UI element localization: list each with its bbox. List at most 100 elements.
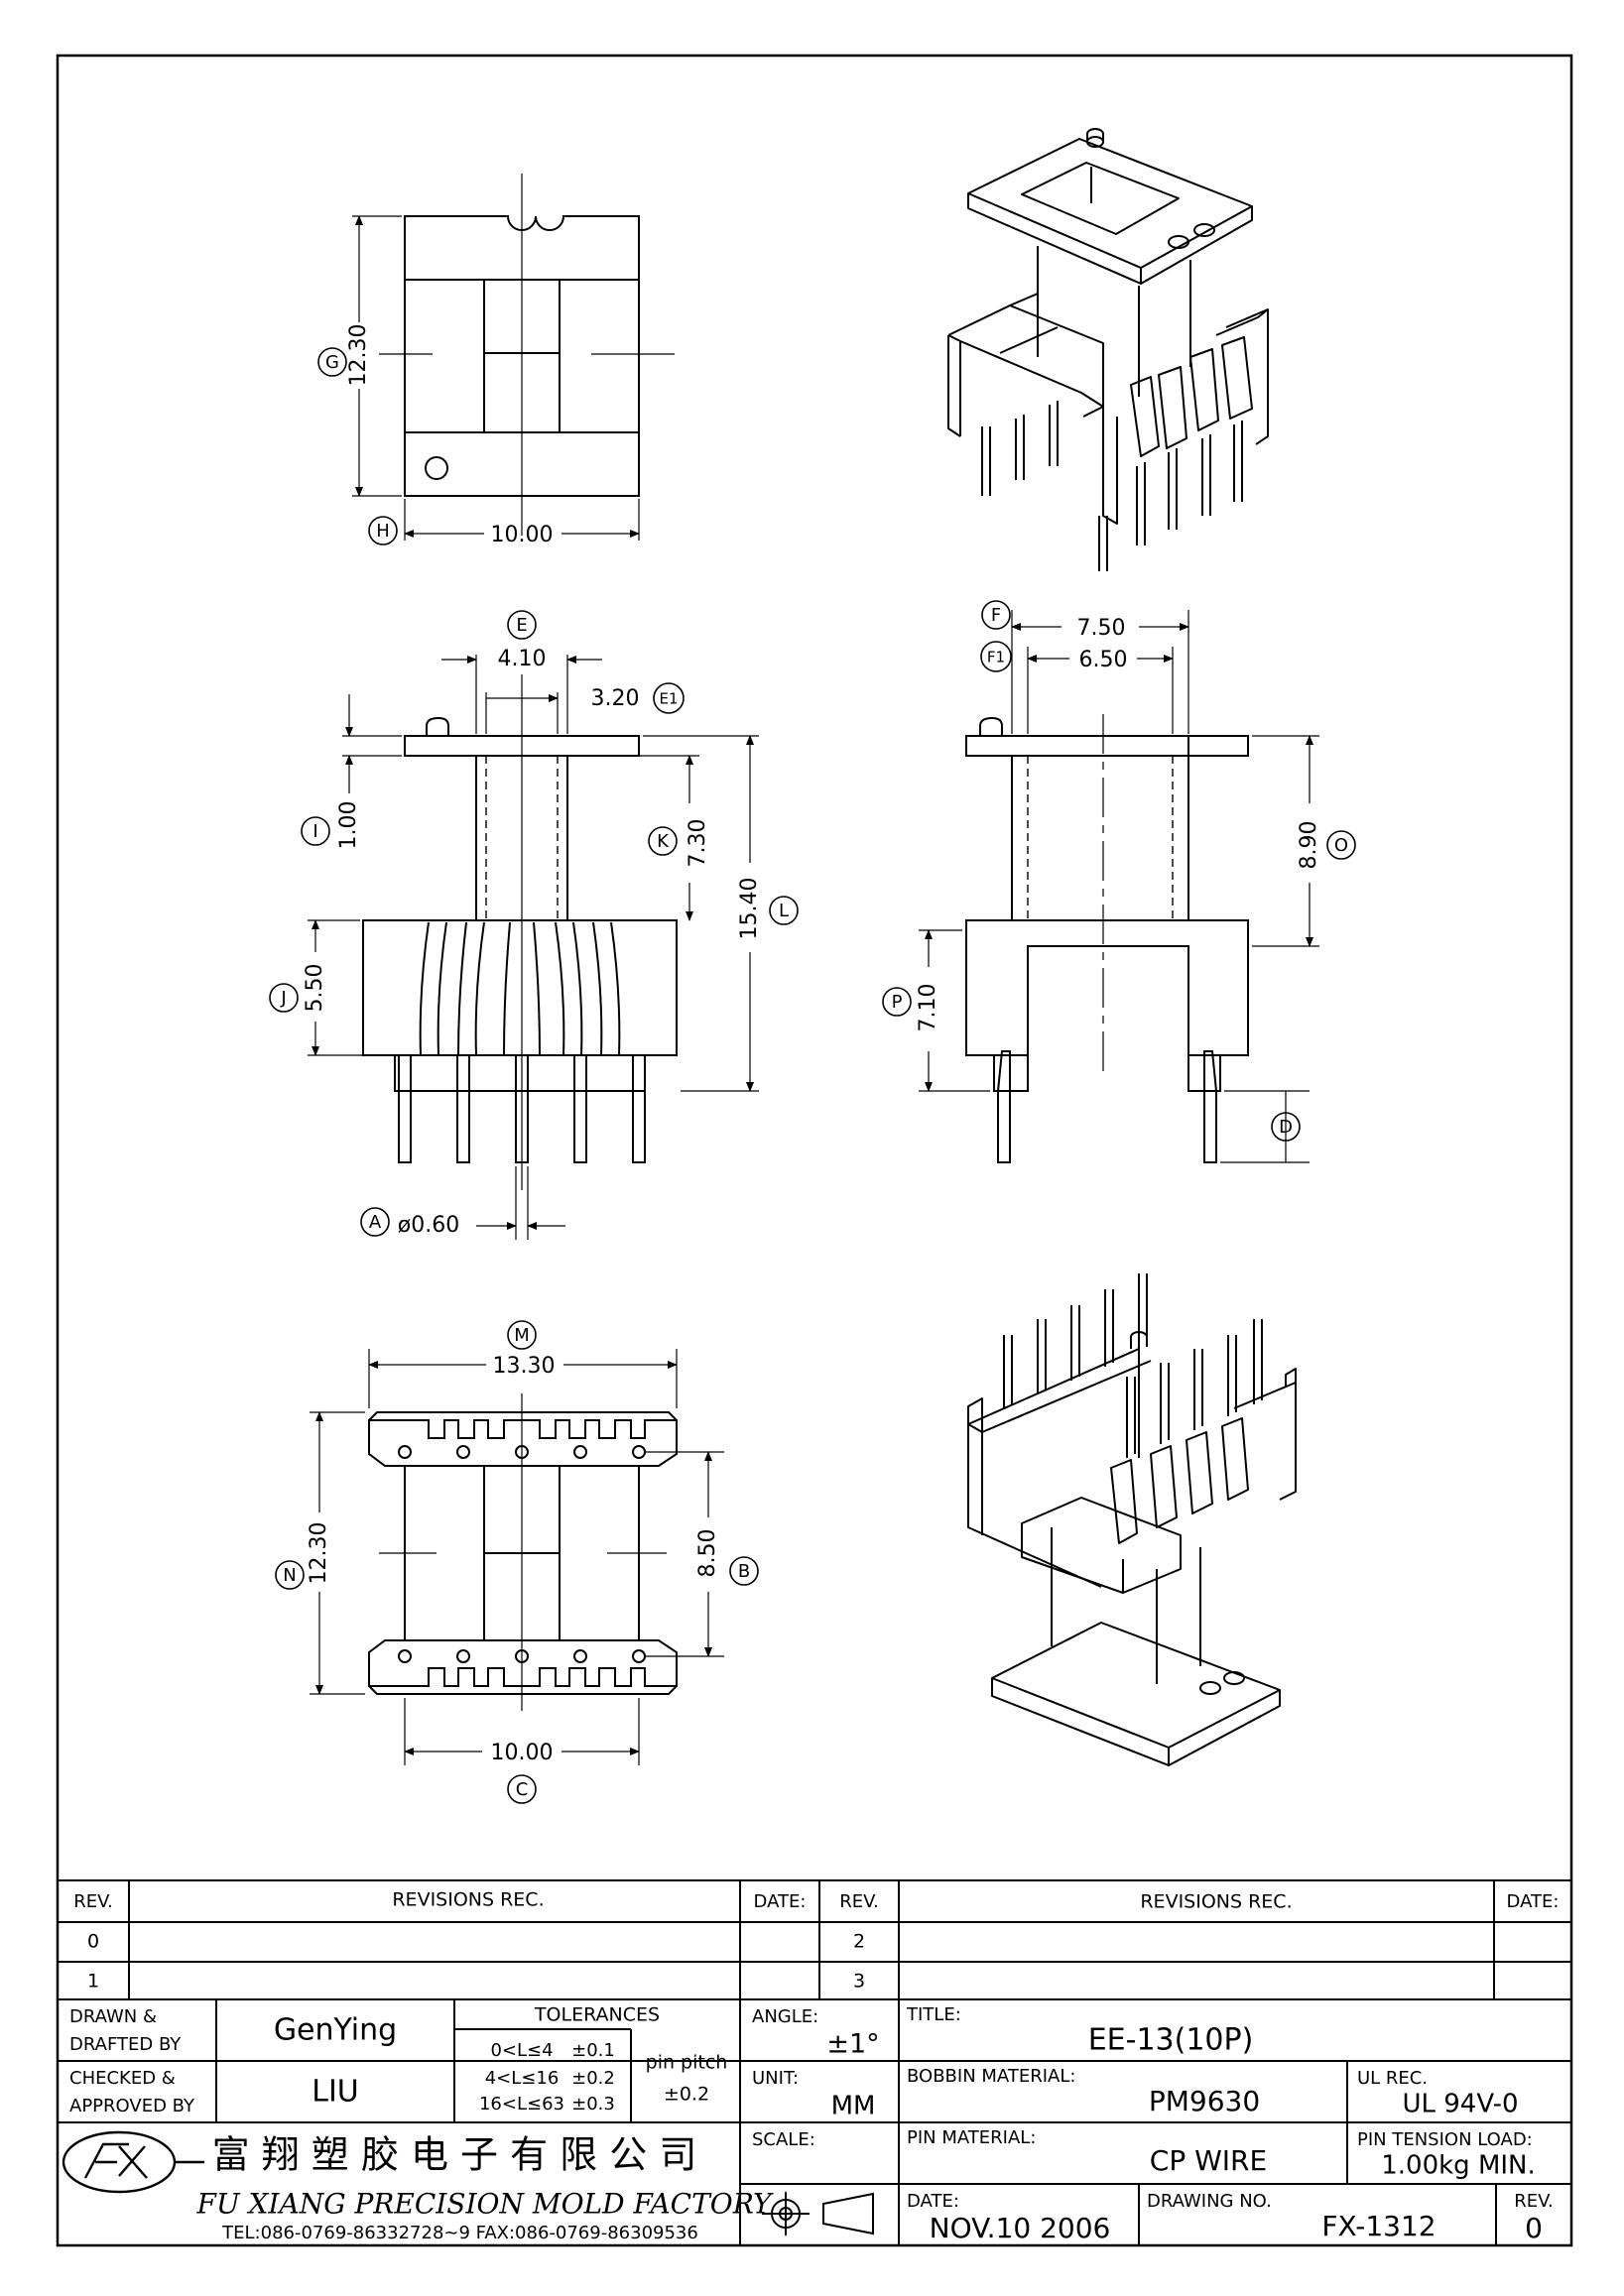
- dim-e-value: 4.10: [498, 647, 547, 671]
- date-label: DATE:: [907, 2191, 959, 2212]
- rev-row-0: 0: [87, 1931, 99, 1953]
- label-bubble-c: [507, 1774, 537, 1804]
- rev-header-left: REV.: [73, 1891, 113, 1912]
- dim-c-value: 10.00: [491, 1741, 554, 1765]
- rev-row-2: 2: [853, 1931, 865, 1953]
- label-bubble-j: [269, 983, 299, 1013]
- sheet-border: [56, 54, 1573, 2247]
- rev-header-right: REV.: [839, 1891, 879, 1912]
- revisions-rec-header-left: REVISIONS REC.: [392, 1889, 544, 1911]
- dim-l-value: 15.40: [737, 878, 762, 940]
- iso-view-bottom: [967, 1273, 1297, 1766]
- dim-n-value: 12.30: [307, 1522, 331, 1585]
- fx-logo-icon: [62, 2130, 204, 2194]
- drawn-by-value: GenYing: [274, 2013, 397, 2048]
- label-e1: E1: [659, 690, 678, 708]
- revisions-rec-header-right: REVISIONS REC.: [1140, 1891, 1292, 1913]
- angle-value: ±1°: [826, 2029, 879, 2060]
- front-view: [308, 655, 759, 1240]
- date-value: NOV.10 2006: [930, 2212, 1111, 2244]
- label-e: E: [516, 615, 527, 636]
- top-view: [352, 174, 675, 541]
- tol-value-2: ±0.2: [571, 2068, 615, 2089]
- label-d: D: [1279, 1117, 1293, 1138]
- title-block-grid: [58, 1879, 1571, 2245]
- unit-label: UNIT:: [752, 2068, 799, 2089]
- dim-k-value: 7.30: [686, 819, 710, 868]
- tol-range-3: 16<L≤63: [479, 2094, 564, 2115]
- label-bubble-i: [301, 816, 330, 846]
- dim-o-value: 8.90: [1297, 821, 1321, 870]
- label-bubble-k: [648, 826, 678, 856]
- label-bubble-m: [507, 1320, 537, 1350]
- pin-tension-label: PIN TENSION LOAD:: [1357, 2129, 1533, 2150]
- tol-range-2: 4<L≤16: [485, 2068, 560, 2089]
- dim-m-value: 13.30: [493, 1354, 556, 1379]
- label-l: L: [779, 901, 789, 921]
- ul-rec-label: UL REC.: [1357, 2068, 1428, 2089]
- scale-label: SCALE:: [752, 2129, 815, 2150]
- projection-symbol-icon: [762, 2192, 874, 2236]
- dim-p-value: 7.10: [916, 984, 940, 1032]
- label-bubble-e: [507, 610, 537, 640]
- label-n: N: [283, 1565, 296, 1586]
- label-bubble-p: [882, 987, 912, 1017]
- tol-range-1: 0<L≤4: [490, 2040, 553, 2061]
- label-g: G: [325, 352, 339, 373]
- iso-view-top: [947, 128, 1269, 571]
- dim-j-value: 5.50: [303, 964, 327, 1013]
- company-name-en: FU XIANG PRECISION MOLD FACTORY: [196, 2188, 774, 2221]
- label-f: F: [991, 605, 1001, 626]
- checked-label-2: APPROVED BY: [69, 2096, 195, 2116]
- label-p: P: [892, 992, 903, 1013]
- label-bubble-g: [317, 347, 347, 377]
- label-bubble-o: [1326, 830, 1356, 860]
- label-bubble-a: [360, 1207, 390, 1237]
- label-f1: F1: [987, 649, 1005, 666]
- label-o: O: [1334, 835, 1348, 856]
- dim-h-value: 10.00: [491, 523, 554, 547]
- date-header-left: DATE:: [754, 1891, 807, 1912]
- dim-g-value: 12.30: [346, 324, 371, 387]
- tol-value-1: ±0.1: [571, 2040, 615, 2061]
- bobbin-material-value: PM9630: [1149, 2085, 1260, 2117]
- label-c: C: [516, 1779, 529, 1800]
- dim-b-value: 8.50: [695, 1529, 720, 1578]
- label-i: I: [312, 821, 317, 842]
- angle-label: ANGLE:: [752, 2006, 818, 2027]
- tol-value-3: ±0.3: [571, 2094, 615, 2115]
- dim-a-value: ø0.60: [398, 1213, 459, 1238]
- side-view: [919, 610, 1319, 1163]
- company-contact: TEL:086-0769-86332728~9 FAX:086-0769-863…: [221, 2223, 698, 2243]
- checked-label-1: CHECKED &: [69, 2068, 176, 2089]
- dim-f1-value: 6.50: [1079, 648, 1128, 672]
- rev-label: REV.: [1514, 2191, 1554, 2212]
- label-m: M: [514, 1325, 530, 1346]
- drawn-label-2: DRAFTED BY: [69, 2034, 182, 2055]
- label-h: H: [376, 521, 390, 542]
- label-bubble-h: [368, 516, 398, 545]
- label-bubble-l: [769, 896, 799, 925]
- label-bubble-b: [729, 1556, 759, 1586]
- drawing-no-value: FX-1312: [1321, 2210, 1436, 2242]
- label-bubble-e1: [653, 682, 685, 714]
- title-label: TITLE:: [906, 2004, 961, 2025]
- label-a: A: [369, 1212, 382, 1233]
- label-j: J: [280, 988, 286, 1009]
- title-value: EE-13(10P): [1088, 2023, 1254, 2058]
- rev-value: 0: [1525, 2212, 1543, 2244]
- label-bubble-f: [981, 600, 1011, 630]
- pin-material-value: CP WIRE: [1150, 2144, 1267, 2177]
- tolerances-label: TOLERANCES: [534, 2004, 660, 2026]
- label-k: K: [657, 831, 670, 852]
- pin-material-label: PIN MATERIAL:: [907, 2127, 1036, 2148]
- label-b: B: [738, 1561, 750, 1582]
- rev-row-1: 1: [87, 1971, 99, 1993]
- dim-i-value: 1.00: [336, 801, 361, 850]
- pin-pitch-value: ±0.2: [664, 2084, 709, 2106]
- drawing-no-label: DRAWING NO.: [1147, 2191, 1272, 2212]
- unit-value: MM: [831, 2092, 876, 2121]
